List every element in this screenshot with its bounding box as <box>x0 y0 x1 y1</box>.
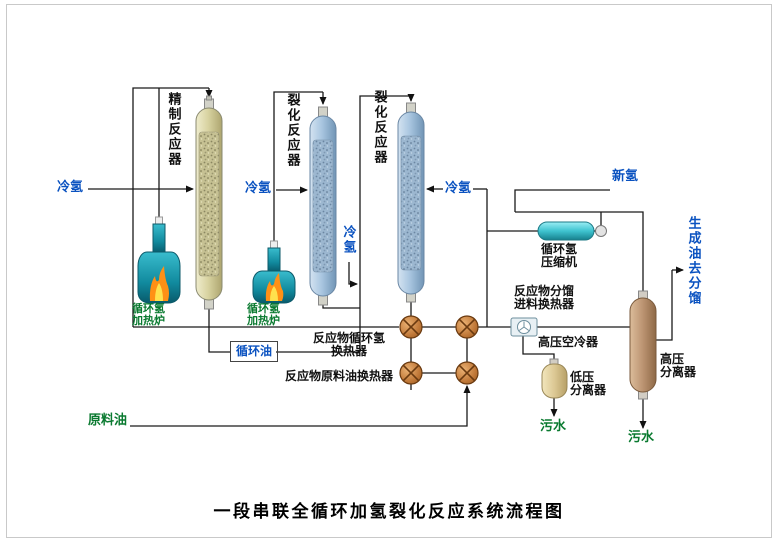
sewage-label-lp: 污水 <box>540 418 567 433</box>
hp-separator-label: 高压 分离器 <box>660 352 697 380</box>
fresh-h2-label: 新氢 <box>612 168 639 183</box>
lp-separator-vessel <box>541 358 568 399</box>
cracking-reactor-3-vessel <box>397 102 425 303</box>
recycle-h2-furnace-2 <box>252 240 296 304</box>
hp-air-cooler <box>510 317 538 337</box>
cracking-reactor-3-label: 裂化反应器 <box>372 90 388 165</box>
cracking-reactor-2-vessel <box>309 106 337 306</box>
feed-oil-exchanger-label: 反应物原料油换热器 <box>285 369 394 383</box>
heat-exchanger-1 <box>399 315 423 339</box>
cold-h2-label-mid: 冷氢 <box>341 225 357 255</box>
heat-exchanger-3 <box>399 361 423 385</box>
recycle-oil-label: 循环油 <box>235 343 272 358</box>
compressor-label: 循环氢 压缩机 <box>541 242 578 270</box>
furnace-1-label: 循环氢 加热炉 <box>132 303 165 328</box>
refining-reactor-label: 精制反应器 <box>166 92 182 167</box>
heat-exchangers <box>399 315 479 385</box>
diagram-title: 一段串联全循环加氢裂化反应系统流程图 <box>213 502 565 521</box>
air-cooler-label: 高压空冷器 <box>538 335 599 349</box>
cold-h2-label-r3: 冷氢 <box>445 180 472 195</box>
cold-h2-label-r2: 冷氢 <box>245 180 272 195</box>
feed-oil-label: 原料油 <box>88 412 128 427</box>
frac-feed-exchanger-label: 反应物分馏 进料换热器 <box>513 284 574 312</box>
cracking-reactor-2-label: 裂化反应器 <box>285 93 301 168</box>
product-to-fractionation-label: 生成油去分馏 <box>686 216 702 306</box>
refining-reactor-vessel <box>195 95 223 310</box>
heat-exchanger-4 <box>455 361 479 385</box>
pipes-with-arrows <box>88 88 684 429</box>
recycle-h2-exchanger-label: 反应物循环氢 换热器 <box>312 331 385 359</box>
recycle-oil-box: 循环油 <box>230 341 278 362</box>
hp-separator-vessel <box>629 290 657 400</box>
lp-separator-label: 低压 分离器 <box>570 370 607 398</box>
cold-h2-label-r1: 冷氢 <box>57 179 84 194</box>
heat-exchanger-2 <box>455 315 479 339</box>
sewage-label-hp: 污水 <box>628 429 655 444</box>
diagram-border <box>6 4 772 538</box>
flame-icon <box>149 266 169 301</box>
recycle-h2-furnace-1 <box>137 216 181 304</box>
recycle-h2-compressor <box>537 221 607 241</box>
furnace-2-label: 循环氢 加热炉 <box>247 303 280 328</box>
